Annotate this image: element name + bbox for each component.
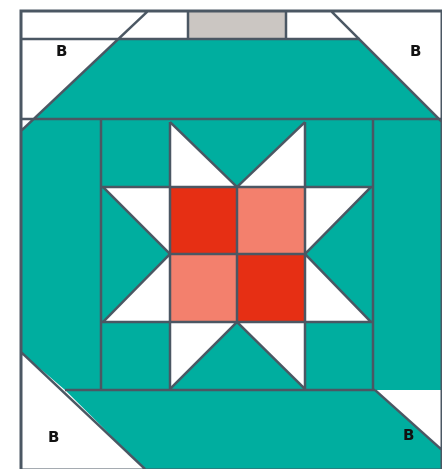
corner-label-top-right: B [410,42,421,60]
center-square-top-right [237,187,305,254]
center-square-top-left [170,187,237,254]
center-square-bottom-right [237,254,305,322]
corner-label-top-left: B [56,42,67,60]
right-side-panel [373,119,442,390]
corner-label-bottom-right: B [403,426,414,444]
left-side-panel [21,119,101,390]
top-gray-strip [188,11,286,39]
center-square-bottom-left [170,254,237,322]
corner-label-bottom-left: B [48,428,59,446]
